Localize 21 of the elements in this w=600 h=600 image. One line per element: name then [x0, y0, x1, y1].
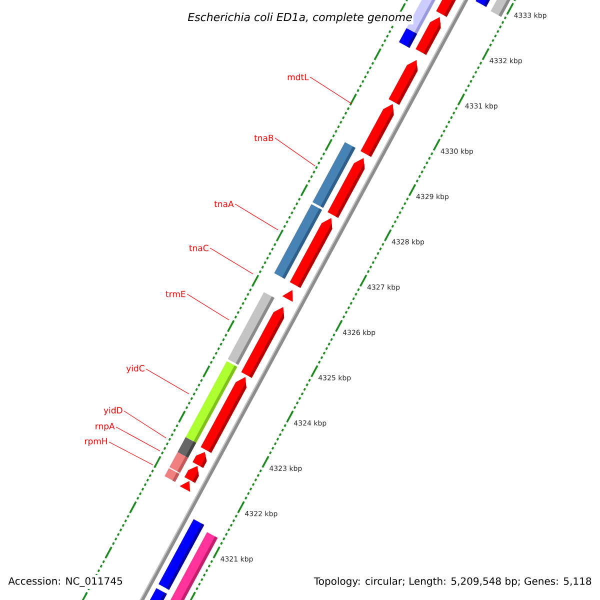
leader-line: [146, 368, 190, 394]
gene-label: trmE: [166, 290, 186, 298]
gene-label: yidD: [104, 406, 122, 416]
accession-label: Accession: NC_011745: [6, 575, 125, 589]
leader-line: [310, 76, 352, 104]
genome-info: Topology: circular; Length: 5,209,548 bp; Genes: 5,118: [312, 575, 594, 589]
leader-line: [274, 138, 316, 166]
leader-line: [108, 442, 154, 466]
gene-label: mdtL: [288, 74, 309, 80]
leader-line: [124, 410, 166, 438]
gene-label: tnaB: [254, 134, 274, 142]
gene-label: rpmH: [85, 438, 107, 446]
leader-line: [186, 294, 230, 320]
gene-label: rnpA: [96, 423, 115, 431]
gene-label: yidC: [126, 364, 144, 374]
leader-line: [116, 426, 160, 452]
gene-label: tnaC: [189, 244, 208, 252]
gene-label: tnaA: [214, 200, 234, 208]
leader-line: [210, 248, 254, 274]
leader-line: [234, 204, 278, 230]
title: Escherichia coli ED1a, complete genome: [186, 12, 414, 24]
